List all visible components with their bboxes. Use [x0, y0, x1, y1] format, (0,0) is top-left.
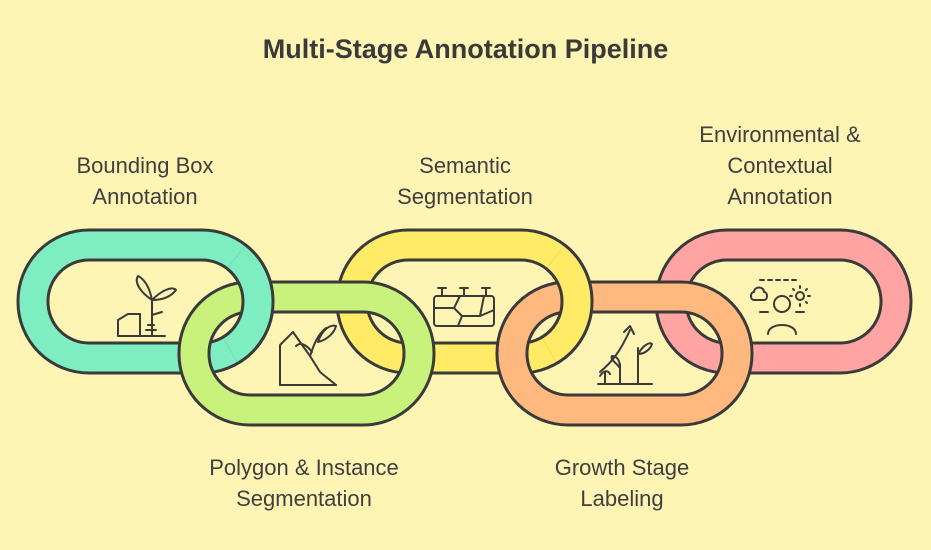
- plant-in-box-icon: [117, 275, 177, 337]
- stage-label-growth: Growth Stage Labeling: [554, 455, 690, 511]
- stage-label-semantic: Semantic Segmentation: [397, 153, 533, 209]
- chain-link-polygon: [177, 280, 436, 427]
- chain-overlap-3: [335, 228, 594, 375]
- stage-label-bounding-box: Bounding Box Annotation: [76, 153, 214, 209]
- growth-chart-icon: [597, 325, 653, 385]
- stage-label-environmental: Environmental & Contextual Annotation: [699, 122, 861, 209]
- hill-plant-icon: [279, 324, 337, 386]
- soil-grid-icon: [433, 287, 495, 327]
- chain-link-growth: [495, 280, 754, 427]
- person-weather-icon: [750, 279, 811, 335]
- stage-label-polygon: Polygon & Instance Segmentation: [209, 455, 399, 511]
- diagram-title: Multi-Stage Annotation Pipeline: [262, 34, 669, 64]
- chain-overlap-1: [16, 228, 275, 375]
